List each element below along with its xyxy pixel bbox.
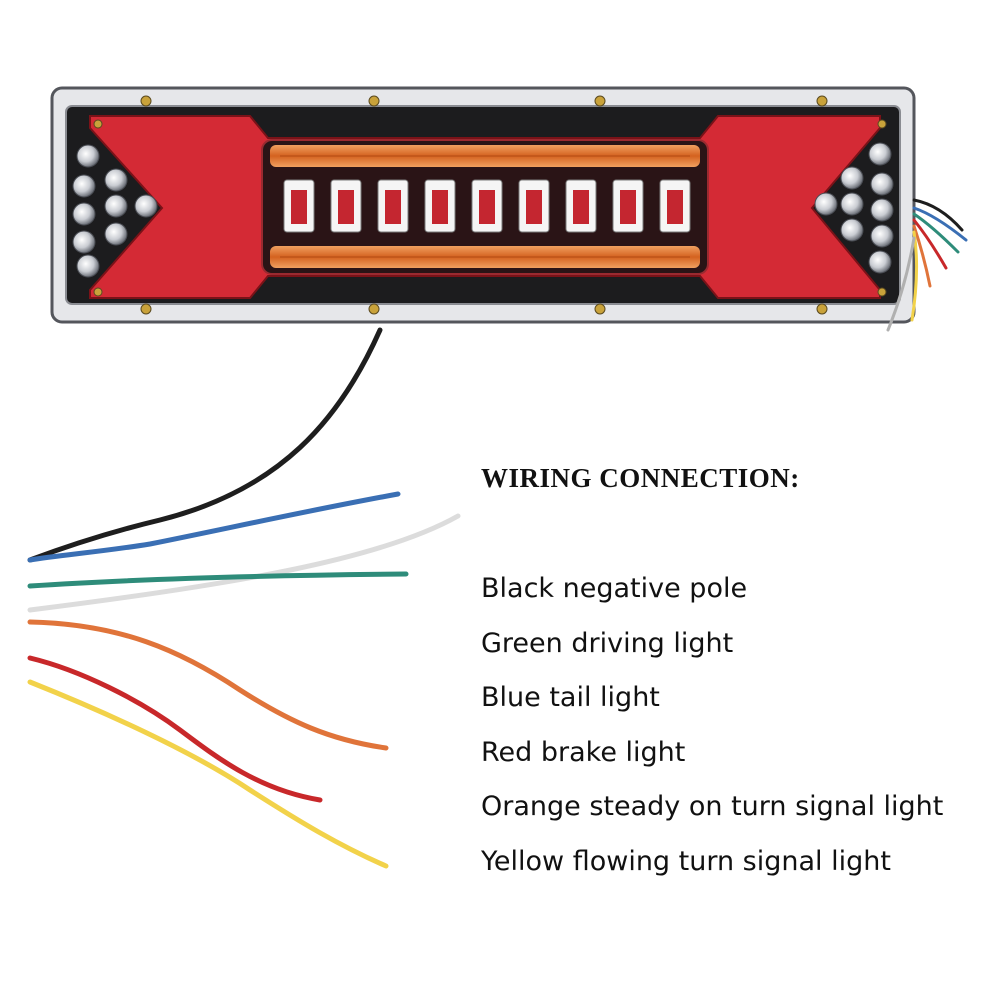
legend-item-orange: Orange steady on turn signal light: [481, 791, 944, 822]
brake-led-cells: [283, 179, 691, 233]
legend-item-yellow: Yellow flowing turn signal light: [481, 845, 891, 877]
yellow-wire: [27, 679, 389, 869]
legend-item-blue: Blue tail light: [481, 682, 660, 713]
orange-wire: [27, 619, 389, 751]
blue-wire: [27, 491, 401, 563]
reverse-leds-right: [814, 142, 894, 274]
legend-item-black: Black negative pole: [481, 573, 748, 604]
legend-item-red: Red brake light: [481, 736, 686, 768]
white-wire: [27, 513, 461, 613]
red-wire: [27, 655, 323, 803]
amber-led-stripes: [280, 155, 690, 258]
green-wire: [27, 571, 409, 589]
wiring-heading: WIRING CONNECTION:: [481, 463, 800, 493]
legend-item-green: Green driving light: [481, 627, 734, 659]
wire-leads: [27, 327, 461, 869]
mounting-screws: [93, 95, 887, 315]
wire-bundle-stub: [886, 198, 968, 332]
wiring-legend: Black negative pole Green driving light …: [481, 570, 943, 897]
reverse-leds-left: [72, 144, 158, 278]
tail-light-unit: [50, 86, 968, 332]
black-wire: [27, 327, 383, 563]
